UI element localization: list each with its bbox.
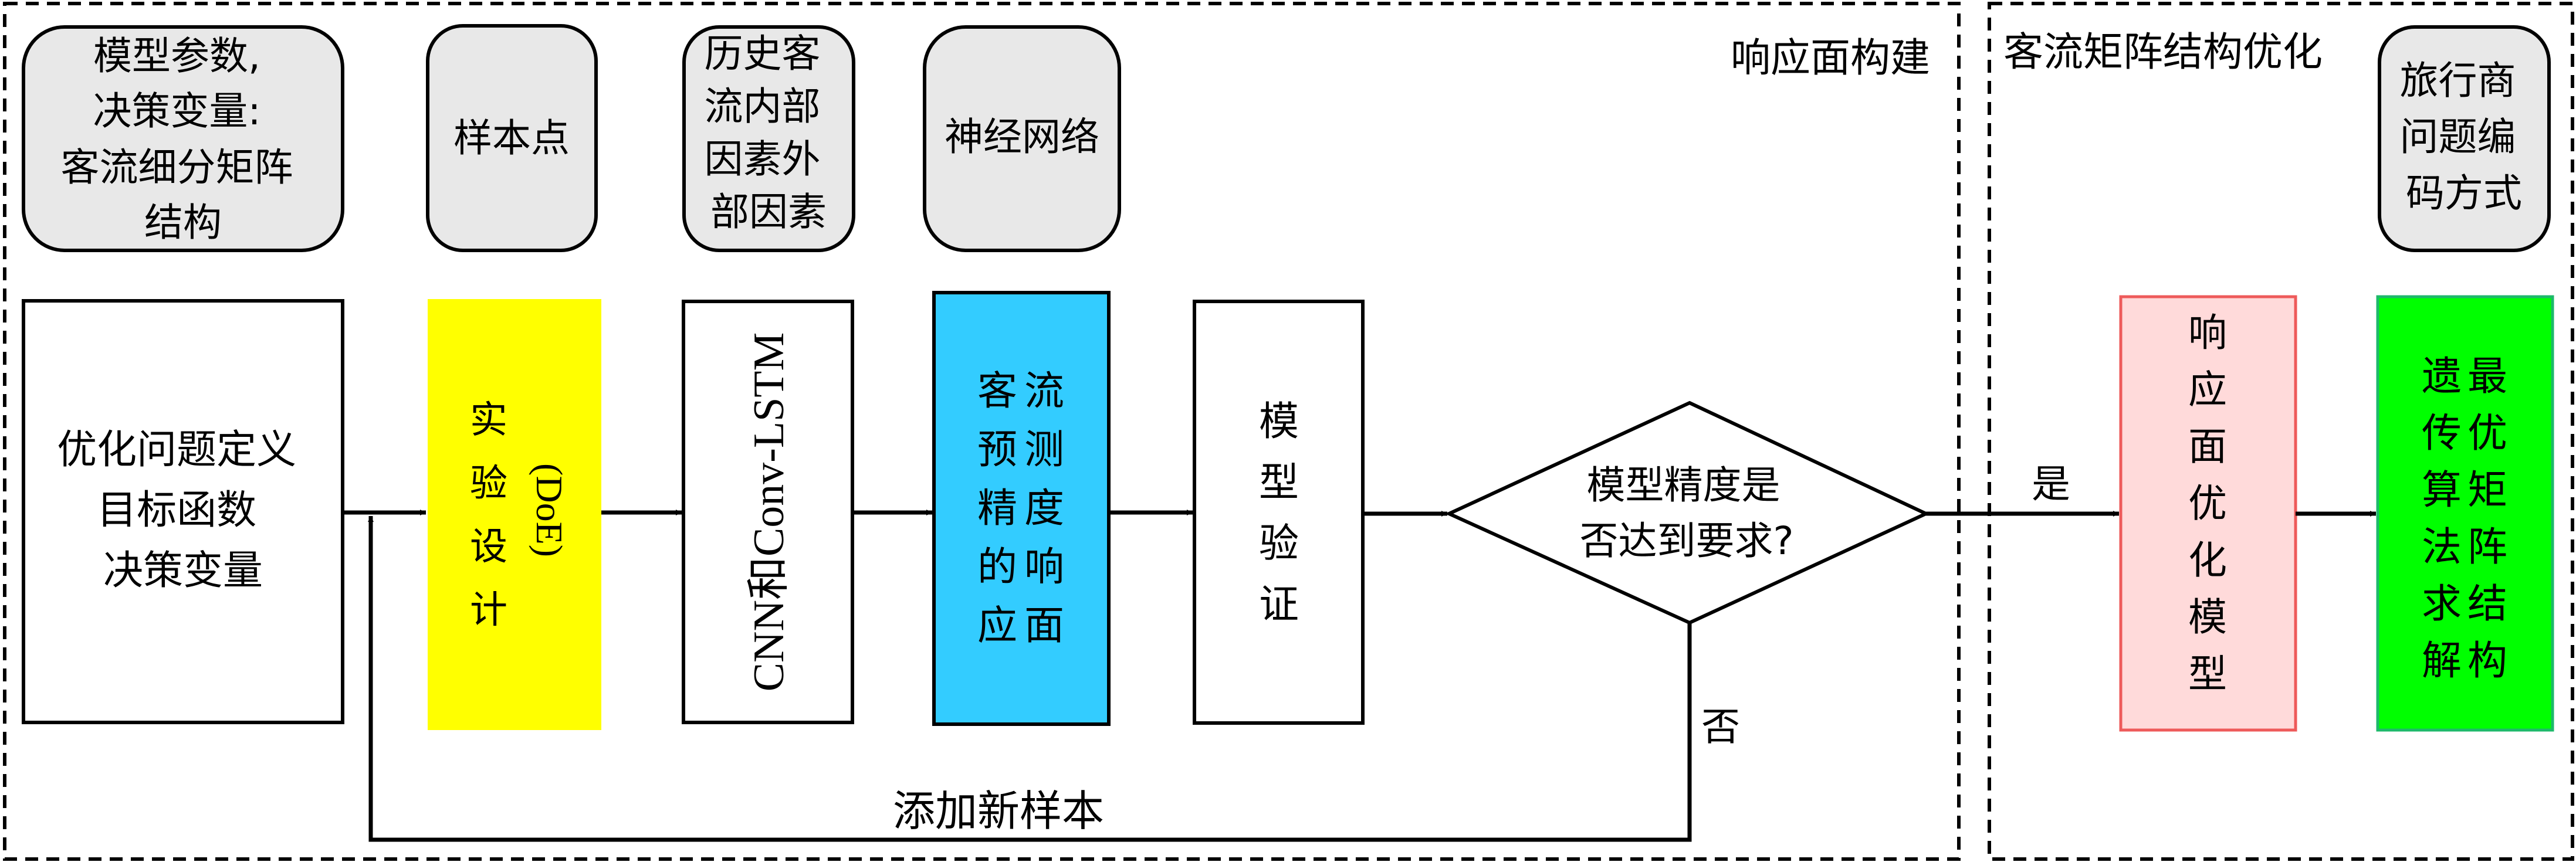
vertical-char: 化 bbox=[2188, 538, 2227, 583]
vertical-char: 模 bbox=[1259, 399, 1299, 445]
svg-text:旅行商 问题编 码方式: 旅行商 问题编 码方式 bbox=[2400, 58, 2528, 216]
decision-line: 模型精度是 bbox=[1587, 463, 1780, 508]
doe-rotated-text: (DoE) bbox=[529, 463, 570, 557]
input-box-line: 部因素 bbox=[710, 189, 827, 235]
process-box-ga-solve: 遗传算法求解 最优矩阵结构 bbox=[2376, 295, 2554, 732]
vertical-char: 优 bbox=[2188, 481, 2227, 526]
process-box-model-validation: 模型验证 bbox=[1193, 300, 1365, 725]
input-box-line: 模型参数, bbox=[93, 33, 260, 79]
vertical-char: 度 bbox=[1024, 486, 1064, 532]
vertical-char: 应 bbox=[977, 603, 1017, 649]
vertical-char: 结 bbox=[2467, 581, 2507, 627]
vertical-char: 构 bbox=[2467, 638, 2507, 684]
edge-label-feedback: 添加新样本 bbox=[893, 786, 1104, 836]
vertical-char: 解 bbox=[2422, 638, 2462, 684]
ga-column: 最优矩阵结构 bbox=[2467, 354, 2507, 684]
cnn-lstm-rotated-text: CNN和Conv-LSTM bbox=[745, 332, 793, 692]
vertical-char: 精 bbox=[977, 486, 1017, 532]
doe-vertical-text: 实验设计 bbox=[470, 399, 507, 632]
vertical-char: 优 bbox=[2467, 410, 2507, 457]
input-box-tsp-encoding: 旅行商 问题编 码方式 bbox=[2378, 25, 2551, 252]
vertical-char: 测 bbox=[1024, 427, 1064, 473]
process-box-cnn-lstm: CNN和Conv-LSTM bbox=[682, 300, 854, 724]
input-box-line: 客流细分矩阵 bbox=[61, 145, 293, 190]
process-box-problem-def: 优化问题定义 目标函数 决策变量 bbox=[22, 299, 344, 724]
region-response-surface-frame bbox=[3, 2, 1961, 861]
input-box-line: 因素外 bbox=[705, 137, 821, 182]
rs-opt-vertical-text: 响应面优化模型 bbox=[2188, 310, 2227, 697]
input-box-line: 码方式 bbox=[2406, 171, 2522, 216]
vertical-char: 的 bbox=[977, 544, 1017, 590]
input-box-line: 旅行商 bbox=[2400, 58, 2516, 103]
input-box-line: 问题编 bbox=[2400, 114, 2516, 159]
svg-text:历史客 流内部 因素外: 历史客 流内部 因素外 部因素 bbox=[705, 31, 833, 235]
feedback-loop-line bbox=[368, 516, 1692, 842]
decision-accuracy-check: 模型精度是 否达到要求? bbox=[1444, 401, 1931, 625]
vertical-char: 面 bbox=[2188, 424, 2227, 469]
vertical-char: 证 bbox=[1259, 582, 1299, 628]
vertical-char: 流 bbox=[1024, 368, 1064, 415]
vertical-char: 设 bbox=[470, 525, 507, 569]
decision-line: 否达到要求? bbox=[1579, 518, 1793, 564]
input-box-line: 流内部 bbox=[705, 84, 821, 129]
vertical-char: 验 bbox=[470, 462, 507, 505]
input-box-line: 结构 bbox=[144, 200, 222, 245]
region-matrix-optimization-title: 客流矩阵结构优化 bbox=[2003, 29, 2323, 76]
vertical-char: 模 bbox=[2188, 595, 2227, 640]
vertical-char: 法 bbox=[2422, 524, 2462, 571]
vertical-char: 传 bbox=[2422, 410, 2462, 457]
edge-label-yes: 是 bbox=[2032, 461, 2070, 507]
response-surface-column: 流测度响面 bbox=[1024, 368, 1064, 649]
svg-text:优化问题定义 目标函数 决策变量: 优化问题定义 目标函数 决策变量 bbox=[57, 427, 309, 594]
vertical-char: 型 bbox=[2188, 651, 2227, 697]
response-surface-column: 客预精的应 bbox=[977, 368, 1017, 649]
process-box-doe: 实验设计 (DoE) bbox=[428, 299, 601, 730]
input-box-line: 样本点 bbox=[453, 116, 570, 161]
svg-text:神经网络: 神经网络 bbox=[945, 114, 1099, 159]
region-matrix-optimization-frame bbox=[1988, 2, 2574, 861]
vertical-char: 矩 bbox=[2467, 467, 2507, 514]
process-box-line: 优化问题定义 bbox=[57, 427, 296, 473]
process-box-rs-opt-model: 响应面优化模型 bbox=[2119, 295, 2297, 732]
vertical-char: 算 bbox=[2422, 467, 2462, 514]
svg-text:样本点: 样本点 bbox=[453, 116, 570, 161]
vertical-char: 计 bbox=[470, 589, 507, 632]
vertical-char: 响 bbox=[1024, 544, 1064, 590]
input-box-model-params: 模型参数, 决策变量: 客流细分矩阵 结构 bbox=[22, 25, 344, 252]
ga-column: 遗传算法求解 bbox=[2422, 354, 2462, 684]
vertical-char: 预 bbox=[977, 427, 1017, 473]
process-box-line: 目标函数 bbox=[97, 487, 256, 534]
input-box-line: 历史客 bbox=[705, 31, 821, 76]
vertical-char: 验 bbox=[1259, 521, 1299, 567]
vertical-char: 最 bbox=[2467, 354, 2507, 400]
input-box-neural-net: 神经网络 bbox=[923, 25, 1121, 252]
vertical-char: 阵 bbox=[2467, 524, 2507, 571]
input-box-sample-points: 样本点 bbox=[426, 24, 598, 252]
vertical-char: 型 bbox=[1259, 460, 1299, 506]
model-validation-vertical-text: 模型验证 bbox=[1259, 399, 1299, 628]
region-response-surface-title: 响应面构建 bbox=[1731, 35, 1930, 82]
process-box-line: 决策变量 bbox=[103, 548, 263, 594]
vertical-char: 应 bbox=[2188, 367, 2227, 412]
vertical-char: 响 bbox=[2188, 310, 2227, 355]
vertical-char: 面 bbox=[1024, 603, 1064, 649]
edge-label-no: 否 bbox=[1701, 704, 1740, 749]
vertical-char: 求 bbox=[2422, 581, 2462, 627]
vertical-char: 遗 bbox=[2422, 354, 2462, 400]
svg-text:模型参数, 决策变量: 客流细分矩阵: 模型参数, 决策变量: 客流细分矩阵 结构 bbox=[61, 33, 306, 245]
input-box-line: 决策变量: bbox=[93, 89, 260, 134]
vertical-char: 客 bbox=[977, 368, 1017, 415]
input-box-line: 神经网络 bbox=[945, 114, 1099, 159]
process-box-response-surface: 客预精的应 流测度响面 bbox=[932, 291, 1111, 726]
input-box-factors: 历史客 流内部 因素外 部因素 bbox=[682, 25, 855, 252]
vertical-char: 实 bbox=[470, 399, 507, 442]
svg-text:模型精度是 否达到要求?: 模型精度是 否达到要求? bbox=[1579, 463, 1793, 564]
